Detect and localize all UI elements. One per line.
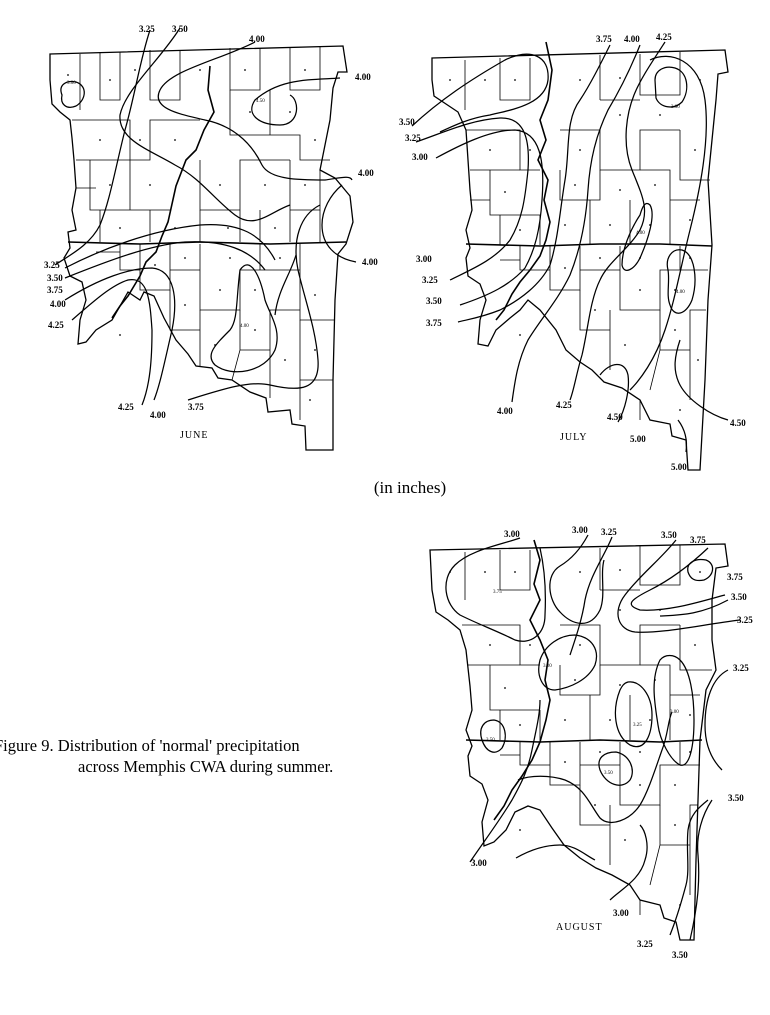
august-label-18: 3.00 <box>613 908 629 918</box>
august-label-4: 3.50 <box>661 530 677 540</box>
july-label-6: 3.00 <box>412 152 428 162</box>
caption-line-2: across Memphis CWA during summer. <box>78 757 334 776</box>
june-label-15: 4.25 <box>118 402 134 412</box>
june-label-5: 4.50 <box>256 99 265 104</box>
august-label-17: 3.00 <box>471 858 487 868</box>
june-label-1: 3.25 <box>139 24 155 34</box>
caption-line-1: Figure 9. Distribution of 'normal' preci… <box>0 736 300 755</box>
june-label-6: 3.00 <box>67 81 76 86</box>
august-label-1: 3.00 <box>504 529 520 539</box>
july-label-12: 3.75 <box>426 318 442 328</box>
august-labels: 3.00 3.00 3.25 3.50 3.75 3.75 3.50 3.25 … <box>471 525 753 960</box>
august-label-12: 3.25 <box>633 723 642 728</box>
june-label-14: 4.00 <box>240 324 249 329</box>
july-label-3: 4.25 <box>656 32 672 42</box>
august-label-5: 3.75 <box>690 535 706 545</box>
june-isohyets <box>54 27 357 406</box>
august-label-10: 3.75 <box>493 590 502 595</box>
july-label-11: 3.50 <box>426 296 442 306</box>
july-label-19: 4.50 <box>730 418 746 428</box>
august-label-20: 3.50 <box>672 950 688 960</box>
august-label-14: 3.50 <box>486 738 495 743</box>
august-label-13: 3.00 <box>670 710 679 715</box>
june-labels: 3.25 3.50 4.00 4.00 4.50 3.00 4.00 4.00 … <box>44 24 378 441</box>
july-label-4: 3.50 <box>399 117 415 127</box>
units-label: (in inches) <box>373 478 447 497</box>
july-label-8: 4.00 <box>636 231 645 236</box>
july-month-label: JULY <box>560 432 587 443</box>
august-state-line <box>465 739 703 743</box>
august-label-16: 3.50 <box>728 793 744 803</box>
july-label-1: 3.75 <box>596 34 612 44</box>
august-label-8: 3.25 <box>737 615 753 625</box>
august-label-15: 3.50 <box>604 771 613 776</box>
figure-caption: Figure 9. Distribution of 'normal' preci… <box>0 735 394 777</box>
august-county-lines <box>462 545 712 915</box>
august-isohyets <box>445 534 741 941</box>
june-station-dots <box>67 69 316 401</box>
june-label-9: 3.25 <box>44 260 60 270</box>
july-label-9: 3.00 <box>416 254 432 264</box>
july-label-2: 4.00 <box>624 34 640 44</box>
june-map-outline <box>49 45 354 451</box>
june-label-8: 4.00 <box>362 257 378 267</box>
june-label-2: 3.50 <box>172 24 188 34</box>
july-isohyets <box>411 41 729 453</box>
july-label-13: 4.00 <box>676 290 685 295</box>
july-label-15: 4.25 <box>556 400 572 410</box>
july-label-7: 3.00 <box>671 105 680 110</box>
august-label-3: 3.25 <box>601 527 617 537</box>
june-label-11: 3.75 <box>47 285 63 295</box>
june-label-7: 4.00 <box>358 168 374 178</box>
august-label-7: 3.50 <box>731 592 747 602</box>
june-label-12: 4.00 <box>50 299 66 309</box>
july-label-16: 4.50 <box>607 412 623 422</box>
june-label-3: 4.00 <box>249 34 265 44</box>
july-map: 3.75 4.00 4.25 3.50 3.25 3.00 3.00 4.00 … <box>399 32 746 472</box>
june-label-13: 4.25 <box>48 320 64 330</box>
july-river <box>495 41 553 321</box>
june-county-lines <box>72 47 334 420</box>
august-label-19: 3.25 <box>637 939 653 949</box>
june-label-4: 4.00 <box>355 72 371 82</box>
august-label-11: 3.00 <box>543 664 552 669</box>
august-map-outline <box>429 543 729 941</box>
august-label-9: 3.25 <box>733 663 749 673</box>
june-label-10: 3.50 <box>47 273 63 283</box>
july-county-lines <box>464 52 710 420</box>
july-label-17: 5.00 <box>630 434 646 444</box>
july-label-18: 5.00 <box>671 462 687 472</box>
july-state-line <box>465 243 713 247</box>
june-label-16: 4.00 <box>150 410 166 420</box>
august-month-label: AUGUST <box>556 922 603 933</box>
july-label-5: 3.25 <box>405 133 421 143</box>
july-labels: 3.75 4.00 4.25 3.50 3.25 3.00 3.00 4.00 … <box>399 32 746 472</box>
july-label-14: 4.00 <box>497 406 513 416</box>
june-river <box>111 65 215 319</box>
june-month-label: JUNE <box>180 430 208 441</box>
august-map: 3.00 3.00 3.25 3.50 3.75 3.75 3.50 3.25 … <box>429 525 753 960</box>
june-label-17: 3.75 <box>188 402 204 412</box>
july-label-10: 3.25 <box>422 275 438 285</box>
august-river <box>493 539 551 821</box>
june-map: 3.25 3.50 4.00 4.00 4.50 3.00 4.00 4.00 … <box>44 24 378 451</box>
august-label-6: 3.75 <box>727 572 743 582</box>
august-label-2: 3.00 <box>572 525 588 535</box>
